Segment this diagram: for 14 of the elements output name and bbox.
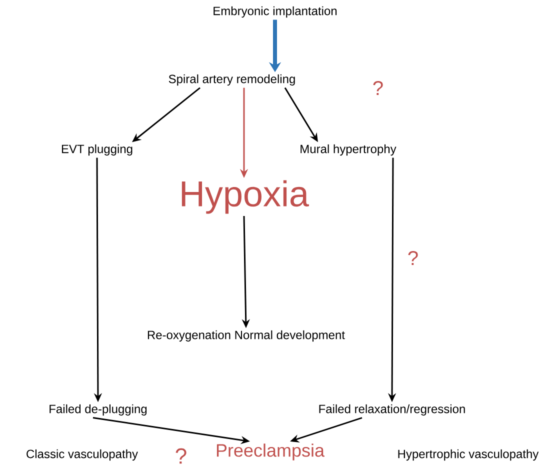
annotation-text: Hypertrophic vasculopathy [398, 449, 539, 461]
node-text: Hypoxia [182, 180, 309, 214]
question-mark: ? [176, 448, 186, 464]
node-text: Failed relaxation/regression [319, 404, 465, 416]
node-text: EVT plugging [62, 144, 132, 156]
annotation-text: Classic vasculopathy [26, 449, 138, 461]
question-mark: ? [408, 251, 418, 265]
node-text: Embryonic implantation [214, 6, 337, 18]
node-text: Mural hypertrophy [300, 144, 396, 156]
node-text: Re-oxygenation Normal development [148, 330, 345, 342]
node-text: Failed de-plugging [50, 404, 147, 416]
node-text: Preeclampsia [216, 444, 324, 460]
node-text: Spiral artery remodeling [168, 74, 295, 86]
question-mark: ? [373, 81, 383, 95]
